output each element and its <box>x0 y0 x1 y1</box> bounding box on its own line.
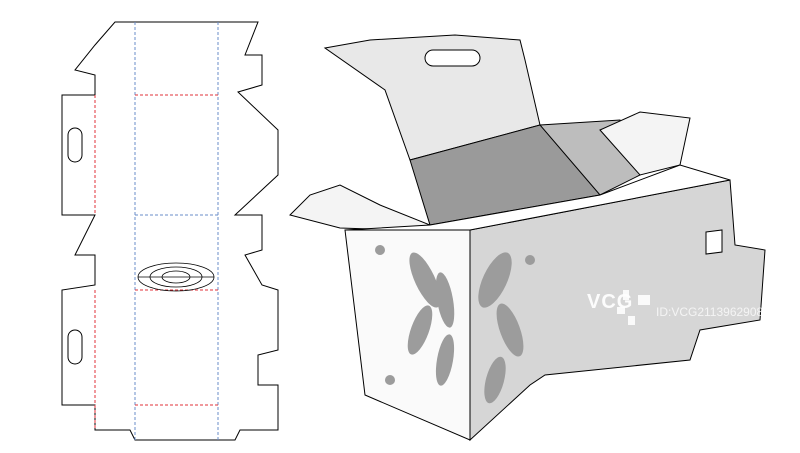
top-rim <box>344 164 731 231</box>
mandala-cutout <box>137 262 215 292</box>
top-flap-left <box>289 184 432 231</box>
watermark-id: ID:VCG211396290814 <box>656 305 777 319</box>
watermark-logo: VCG <box>587 291 634 313</box>
top-flap-right <box>599 111 691 176</box>
side-handle <box>705 229 723 255</box>
dieline-template <box>61 21 279 441</box>
lid-inner <box>323 34 541 161</box>
watermark-icon <box>617 290 650 325</box>
box-3d <box>289 34 766 442</box>
stencil-pattern <box>375 245 535 404</box>
front-face <box>344 229 471 441</box>
handle-hole <box>424 49 481 67</box>
fold-lines <box>94 22 219 440</box>
